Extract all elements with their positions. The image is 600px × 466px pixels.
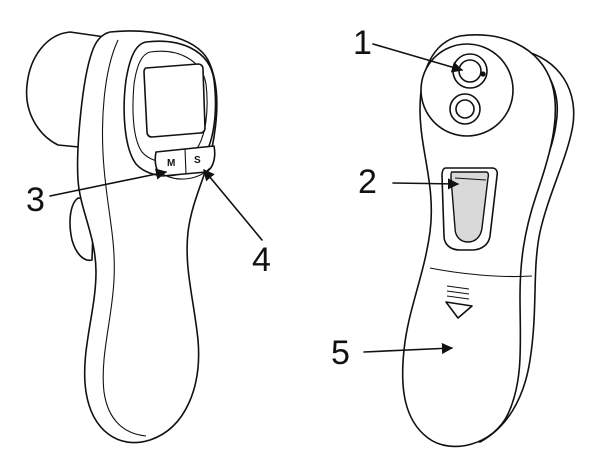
callout-5-label: 5 [331, 334, 350, 372]
callout-1: 1 [353, 24, 464, 73]
infrared-sensor [452, 53, 488, 89]
button-divider [184, 148, 187, 175]
callout-2-arrow [392, 178, 460, 190]
probe-clip-edge [454, 177, 487, 181]
m-button-label: M [167, 158, 175, 169]
device-body-contour [101, 39, 147, 437]
callout-3: 3 [26, 168, 168, 219]
callout-4-arrow [203, 169, 263, 241]
back-view-device [401, 34, 575, 448]
probe-clip [450, 171, 490, 243]
battery-cover-seam [429, 267, 533, 278]
callout-5-arrow [363, 342, 454, 355]
callout-3-arrow [49, 168, 168, 197]
s-button-label: S [194, 155, 201, 166]
sensor-dot [480, 71, 486, 77]
callout-1-label: 1 [353, 24, 372, 62]
callout-4-label: 4 [252, 241, 271, 279]
callout-4: 4 [203, 169, 271, 279]
callout-5: 5 [331, 334, 454, 372]
front-view-device: M S [25, 30, 218, 444]
secondary-sensor [449, 93, 481, 125]
lcd-screen [143, 63, 206, 138]
callout-2-label: 2 [358, 163, 377, 201]
sensor-head-plate [420, 43, 514, 137]
m-button[interactable]: M [167, 158, 175, 169]
callout-1-arrow [372, 43, 464, 73]
battery-cover-slide-arrow [445, 285, 473, 319]
callout-3-label: 3 [26, 181, 45, 219]
s-button[interactable]: S [194, 155, 201, 166]
callout-2: 2 [358, 163, 460, 201]
